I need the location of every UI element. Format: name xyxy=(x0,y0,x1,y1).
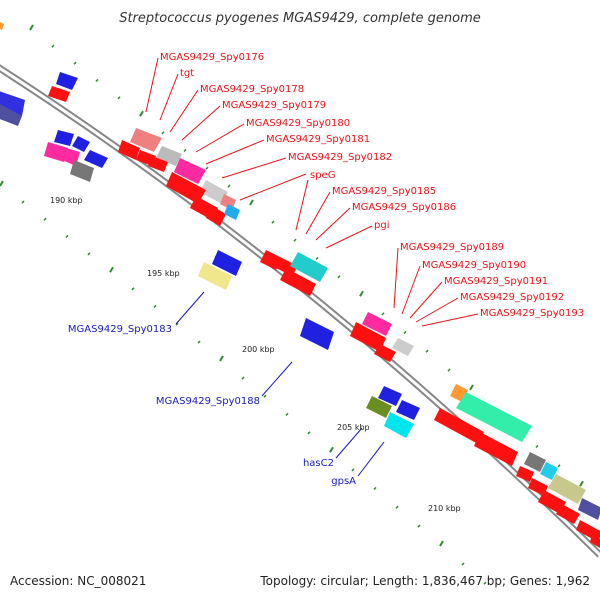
map-title: Streptococcus pyogenes MGAS9429, complet… xyxy=(119,11,481,26)
tick-mark xyxy=(293,238,297,242)
tick-label: 205 kbp xyxy=(337,423,370,432)
tick-mark xyxy=(285,412,289,416)
topology-text: Topology: circular; Length: 1,836,467 bp… xyxy=(260,574,590,588)
tick-mark xyxy=(271,220,275,224)
gene-label: tgt xyxy=(180,68,194,79)
tick-mark xyxy=(95,78,99,82)
tick-labels: 190 kbp 195 kbp 200 kbp 205 kbp 210 kbp xyxy=(50,196,461,513)
gene-features xyxy=(0,22,600,548)
gene-label: hasC2 xyxy=(303,458,334,469)
tick-mark xyxy=(109,266,114,273)
gene-label: MGAS9429_Spy0176 xyxy=(160,52,264,63)
tick-mark xyxy=(197,340,201,344)
tick-mark xyxy=(87,252,91,256)
tick-mark xyxy=(329,446,334,453)
gene-label: MGAS9429_Spy0193 xyxy=(480,308,584,319)
forward-leader-lines xyxy=(145,57,479,327)
tick-mark xyxy=(351,468,355,472)
tick-mark xyxy=(117,96,121,100)
reverse-gene-labels: MGAS9429_Spy0183 MGAS9429_Spy0188 hasC2 … xyxy=(68,324,356,487)
tick-mark xyxy=(373,486,377,490)
tick-marks xyxy=(0,24,584,585)
tick-mark xyxy=(417,524,421,528)
gene-label: MGAS9429_Spy0180 xyxy=(246,118,350,129)
gene-label: speG xyxy=(310,170,335,181)
tick-mark xyxy=(73,61,77,65)
gene-label: MGAS9429_Spy0179 xyxy=(222,100,326,111)
gene-label: MGAS9429_Spy0188 xyxy=(156,396,260,407)
gene-label: MGAS9429_Spy0192 xyxy=(460,292,564,303)
tick-mark xyxy=(359,290,364,297)
tick-mark xyxy=(249,199,254,206)
tick-mark xyxy=(175,322,179,326)
tick-mark xyxy=(131,287,135,291)
gene-label: MGAS9429_Spy0178 xyxy=(200,84,304,95)
gene-label: pgi xyxy=(374,220,389,231)
tick-mark xyxy=(439,540,444,547)
forward-gene-labels: MGAS9429_Spy0176 tgt MGAS9429_Spy0178 MG… xyxy=(160,52,584,319)
tick-mark xyxy=(381,312,385,316)
tick-mark xyxy=(161,131,165,135)
tick-mark xyxy=(51,44,55,48)
reverse-leader-lines xyxy=(175,291,385,477)
tick-mark xyxy=(461,562,465,566)
gene-label: MGAS9429_Spy0183 xyxy=(68,324,172,335)
tick-mark xyxy=(425,349,429,353)
gene-label: MGAS9429_Spy0191 xyxy=(444,276,548,287)
tick-label: 190 kbp xyxy=(50,196,83,205)
tick-mark xyxy=(139,110,144,117)
gene-label: MGAS9429_Spy0186 xyxy=(352,202,456,213)
tick-mark xyxy=(535,444,539,448)
tick-mark xyxy=(307,431,311,435)
tick-label: 200 kbp xyxy=(242,345,275,354)
tick-mark xyxy=(403,330,407,334)
tick-mark xyxy=(0,180,4,187)
tick-mark xyxy=(579,480,584,487)
tick-mark xyxy=(315,256,319,260)
gene-arrow xyxy=(56,72,78,90)
tick-mark xyxy=(43,217,47,221)
tick-label: 195 kbp xyxy=(147,269,180,278)
tick-mark xyxy=(469,384,474,391)
tick-mark xyxy=(153,304,157,308)
tick-mark xyxy=(65,234,69,238)
tick-mark xyxy=(241,376,245,380)
tick-mark xyxy=(227,184,231,188)
tick-mark xyxy=(29,24,34,31)
gene-label: MGAS9429_Spy0182 xyxy=(288,152,392,163)
tick-mark xyxy=(557,464,561,468)
accession-text: Accession: NC_008021 xyxy=(10,574,147,588)
gene-arrow xyxy=(48,86,70,102)
gene-label: MGAS9429_Spy0190 xyxy=(422,260,526,271)
tick-mark xyxy=(483,581,487,585)
tick-mark xyxy=(21,200,25,204)
tick-mark xyxy=(395,505,399,509)
tick-mark xyxy=(263,394,267,398)
tick-mark xyxy=(337,275,341,279)
tick-mark xyxy=(205,166,209,170)
gene-label: MGAS9429_Spy0185 xyxy=(332,186,436,197)
tick-label: 210 kbp xyxy=(428,504,461,513)
gene-label: gpsA xyxy=(331,476,356,487)
gene-label: MGAS9429_Spy0181 xyxy=(266,134,370,145)
tick-mark xyxy=(219,355,224,362)
tick-mark xyxy=(183,148,187,152)
tick-mark xyxy=(447,368,451,372)
gene-label: MGAS9429_Spy0189 xyxy=(400,242,504,253)
